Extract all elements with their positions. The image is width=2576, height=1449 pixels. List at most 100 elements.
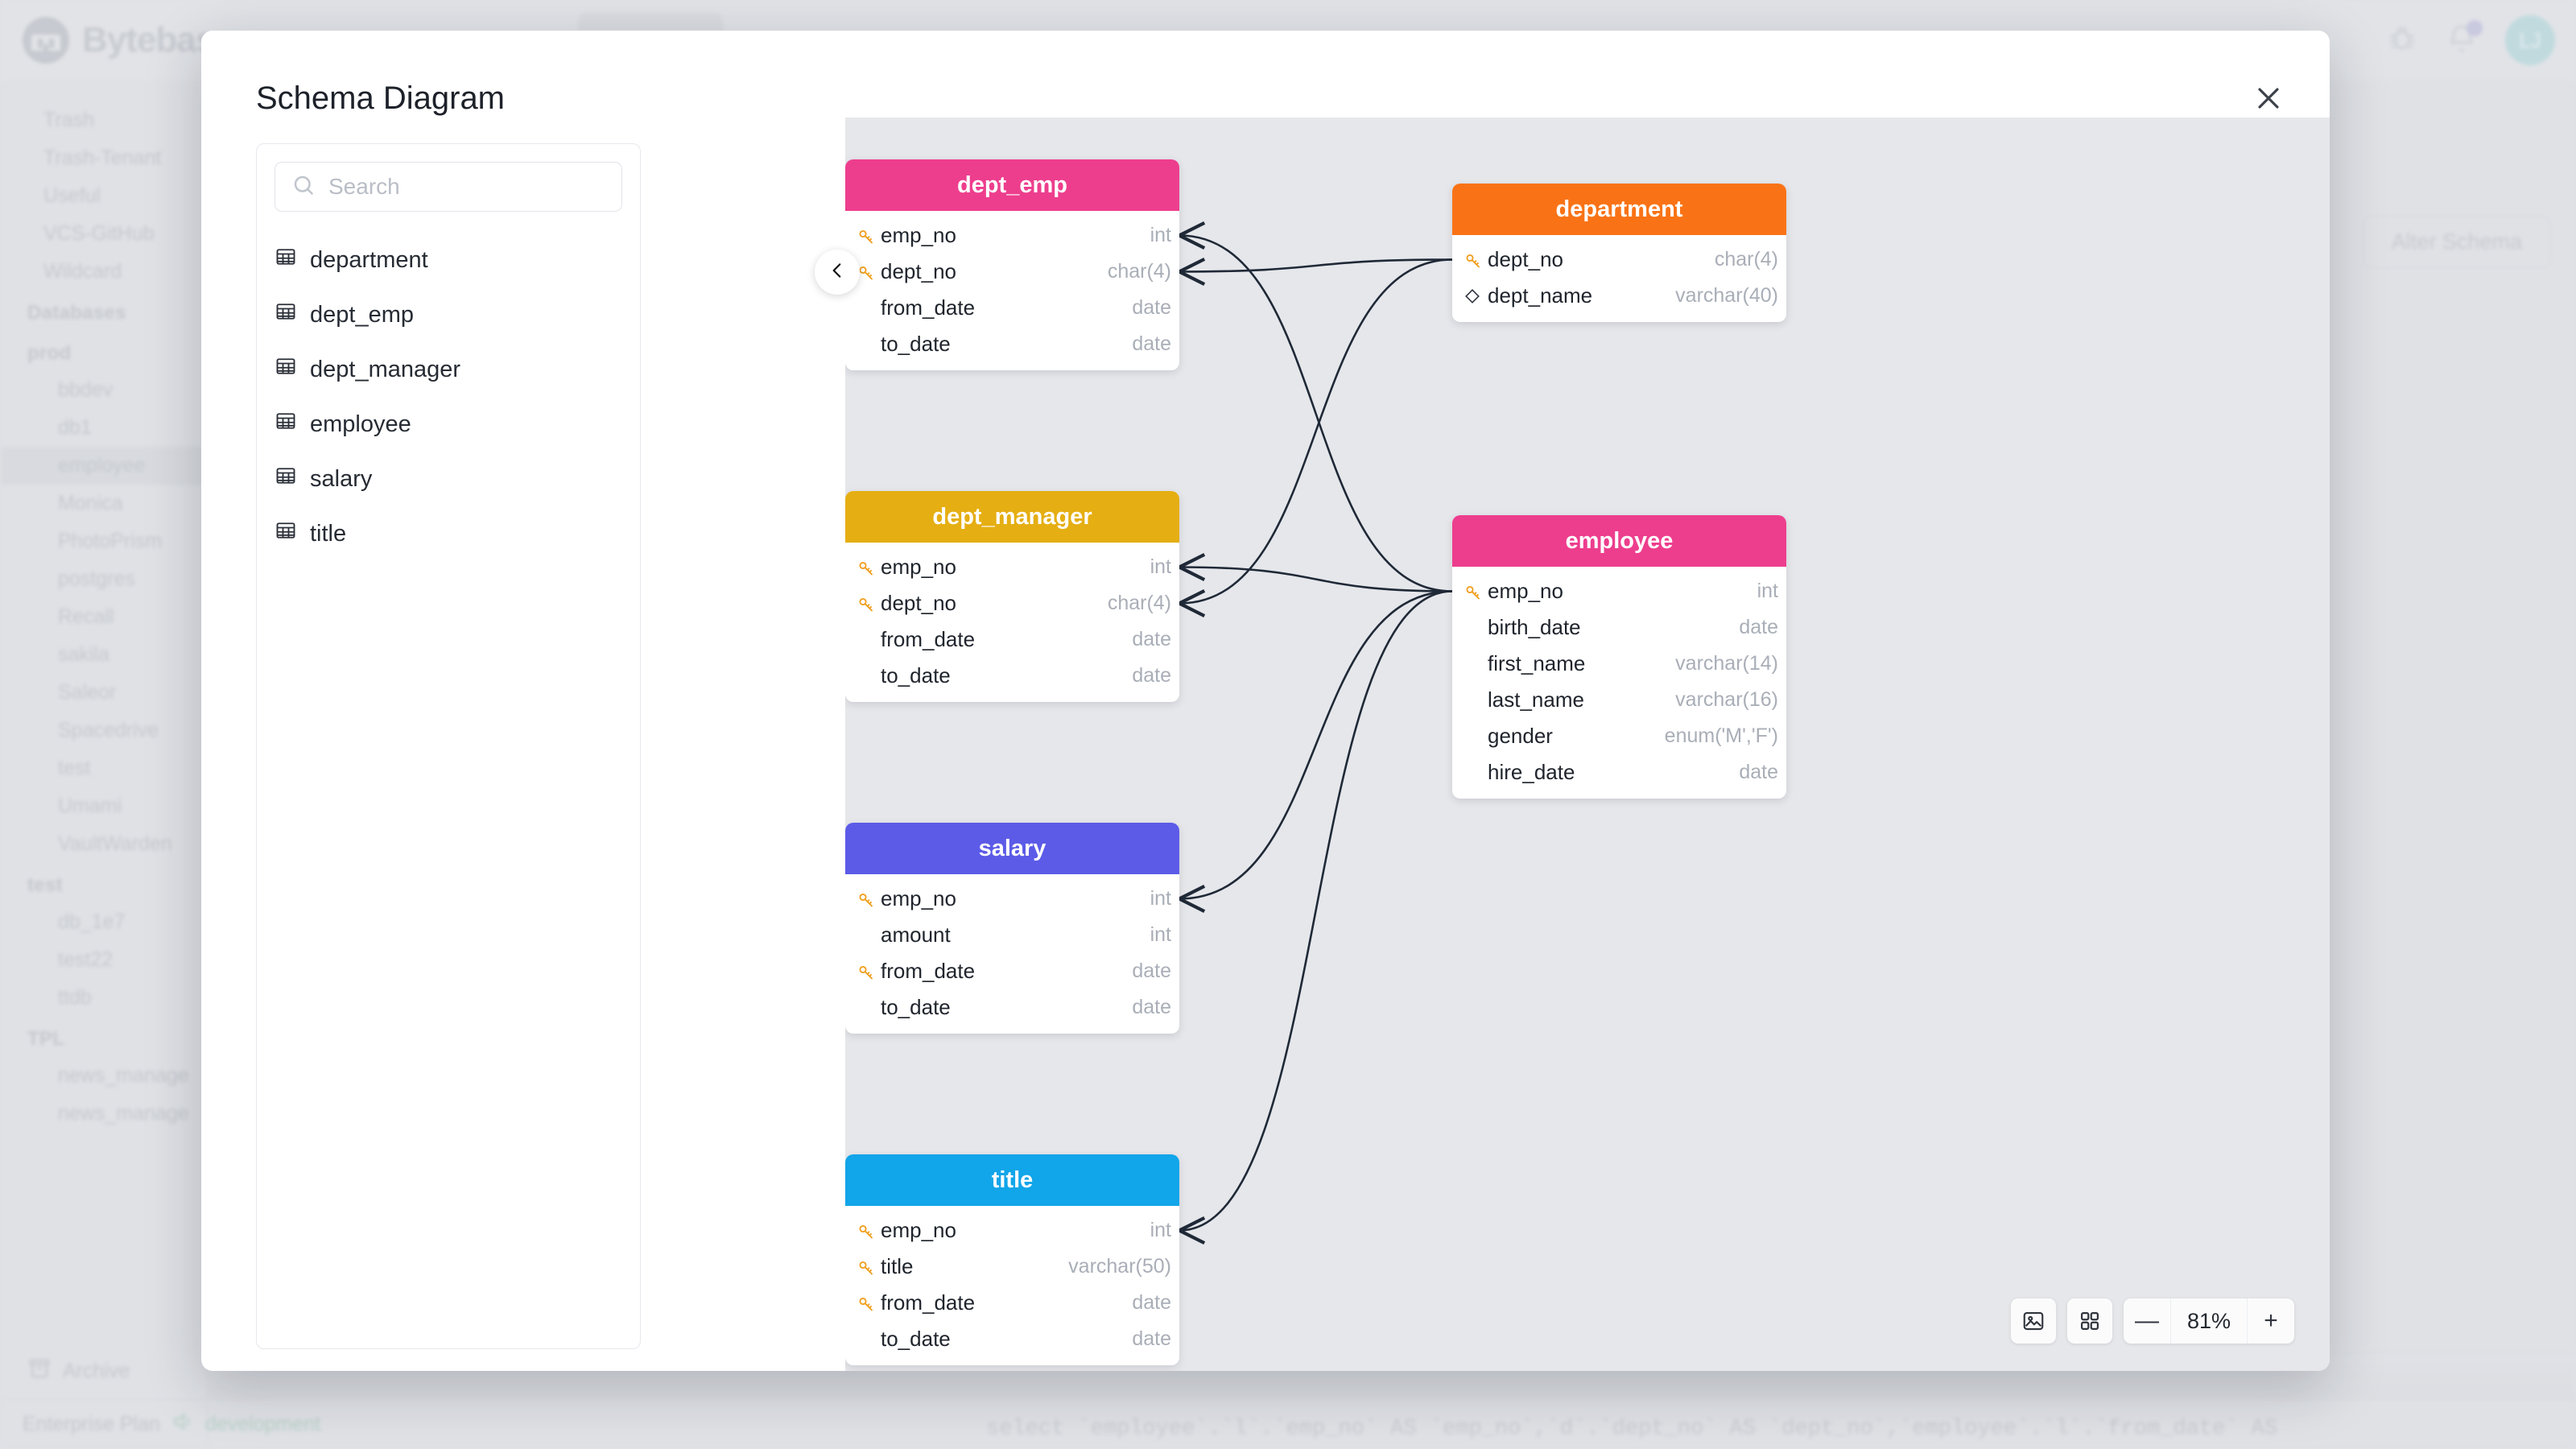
search-box[interactable]	[275, 162, 622, 212]
zoom-level-value[interactable]: 81%	[2170, 1298, 2248, 1344]
sidebar-item-archive[interactable]: Archive	[0, 1356, 208, 1386]
sidebar-item-sakila[interactable]: sakila	[58, 643, 109, 666]
sidebar-item-test22[interactable]: test22	[58, 948, 114, 971]
avatar[interactable]: LJ	[2505, 15, 2555, 65]
table-list-item-label: salary	[310, 465, 373, 492]
sidebar-item-test: test	[27, 874, 63, 896]
column-name: dept_no	[881, 259, 956, 283]
relationship-edge	[1179, 590, 1453, 1231]
status-bar: Enterprise Plan development	[0, 1399, 2576, 1449]
topbar-actions: LJ	[2386, 0, 2555, 80]
sidebar-item-vaultwarden[interactable]: VaultWarden	[58, 832, 172, 855]
schema-diagram-modal: Schema Diagram department dept_emp dept_…	[201, 31, 2330, 1371]
sidebar-item-trash-tenant[interactable]: Trash-Tenant	[43, 147, 162, 169]
alter-schema-button[interactable]: Alter Schema	[2363, 216, 2550, 268]
sidebar-item-useful[interactable]: Useful	[43, 184, 101, 207]
notifications-bell[interactable]	[2446, 19, 2483, 59]
sidebar-item-db-1e7[interactable]: db_1e7	[58, 910, 126, 933]
sidebar-item-news-manage[interactable]: news_manage	[58, 1064, 189, 1087]
zoom-out-button[interactable]: —	[2135, 1307, 2159, 1334]
table-list-item-employee[interactable]: employee	[257, 397, 640, 452]
table-list-item-department[interactable]: department	[257, 233, 640, 287]
sidebar-item-wildcard[interactable]: Wildcard	[43, 260, 122, 283]
auto-layout-button[interactable]	[2067, 1298, 2112, 1344]
sidebar-item-trash[interactable]: Trash	[43, 109, 94, 131]
sidebar-item-vcs-github[interactable]: VCS-GitHub	[43, 222, 155, 245]
table-list-item-title[interactable]: title	[257, 506, 640, 561]
table-icon	[275, 300, 297, 329]
column-name: from_date	[881, 627, 976, 651]
sidebar-item-postgres[interactable]: postgres	[58, 568, 135, 590]
column-type: varchar(50)	[1068, 1255, 1171, 1278]
column-name: to_date	[881, 1327, 951, 1351]
collapse-panel-button[interactable]	[815, 250, 860, 295]
close-icon[interactable]	[2251, 80, 2286, 116]
key-icon	[857, 1257, 881, 1277]
sidebar-item-spacedrive[interactable]: Spacedrive	[58, 719, 159, 741]
table-node-title: dept_manager	[845, 491, 1179, 543]
sidebar-item-news-manage[interactable]: news_manage	[58, 1102, 189, 1125]
table-icon	[275, 410, 297, 439]
table-list-item-dept_manager[interactable]: dept_manager	[257, 342, 640, 397]
sidebar-item-monica[interactable]: Monica	[58, 492, 123, 514]
key-icon	[857, 226, 881, 246]
sidebar-item-photoprism[interactable]: PhotoPrism	[58, 530, 163, 552]
zoom-in-button[interactable]: +	[2264, 1307, 2278, 1334]
column-type: date	[1132, 960, 1171, 982]
table-list-item-salary[interactable]: salary	[257, 452, 640, 506]
column-type: int	[1150, 224, 1171, 246]
sidebar-item-umami[interactable]: Umami	[58, 795, 122, 817]
export-image-button[interactable]	[2011, 1298, 2056, 1344]
bytebase-logo-icon	[23, 17, 69, 64]
search-input[interactable]	[328, 174, 605, 200]
sidebar-item-db1[interactable]: db1	[58, 416, 92, 439]
zoom-control: — 81% +	[2124, 1298, 2294, 1344]
sidebar-item-saleor[interactable]: Saleor	[58, 681, 117, 704]
table-list-item-dept_emp[interactable]: dept_emp	[257, 287, 640, 342]
column-type: varchar(40)	[1675, 284, 1778, 307]
sidebar-item-databases: Databases	[27, 302, 126, 324]
bug-icon[interactable]	[2386, 23, 2418, 59]
key-icon	[1463, 582, 1488, 601]
sidebar-item-recall[interactable]: Recall	[58, 605, 114, 628]
sidebar-item-ttdb[interactable]: ttdb	[58, 986, 92, 1009]
brand-logo[interactable]: Bytebase	[0, 17, 234, 64]
sidebar-item-employee[interactable]: employee	[0, 447, 207, 485]
table-list-item-label: dept_manager	[310, 356, 461, 382]
sidebar-item-test[interactable]: test	[58, 757, 91, 779]
sidebar-item-bbdev[interactable]: bbdev	[58, 378, 114, 401]
